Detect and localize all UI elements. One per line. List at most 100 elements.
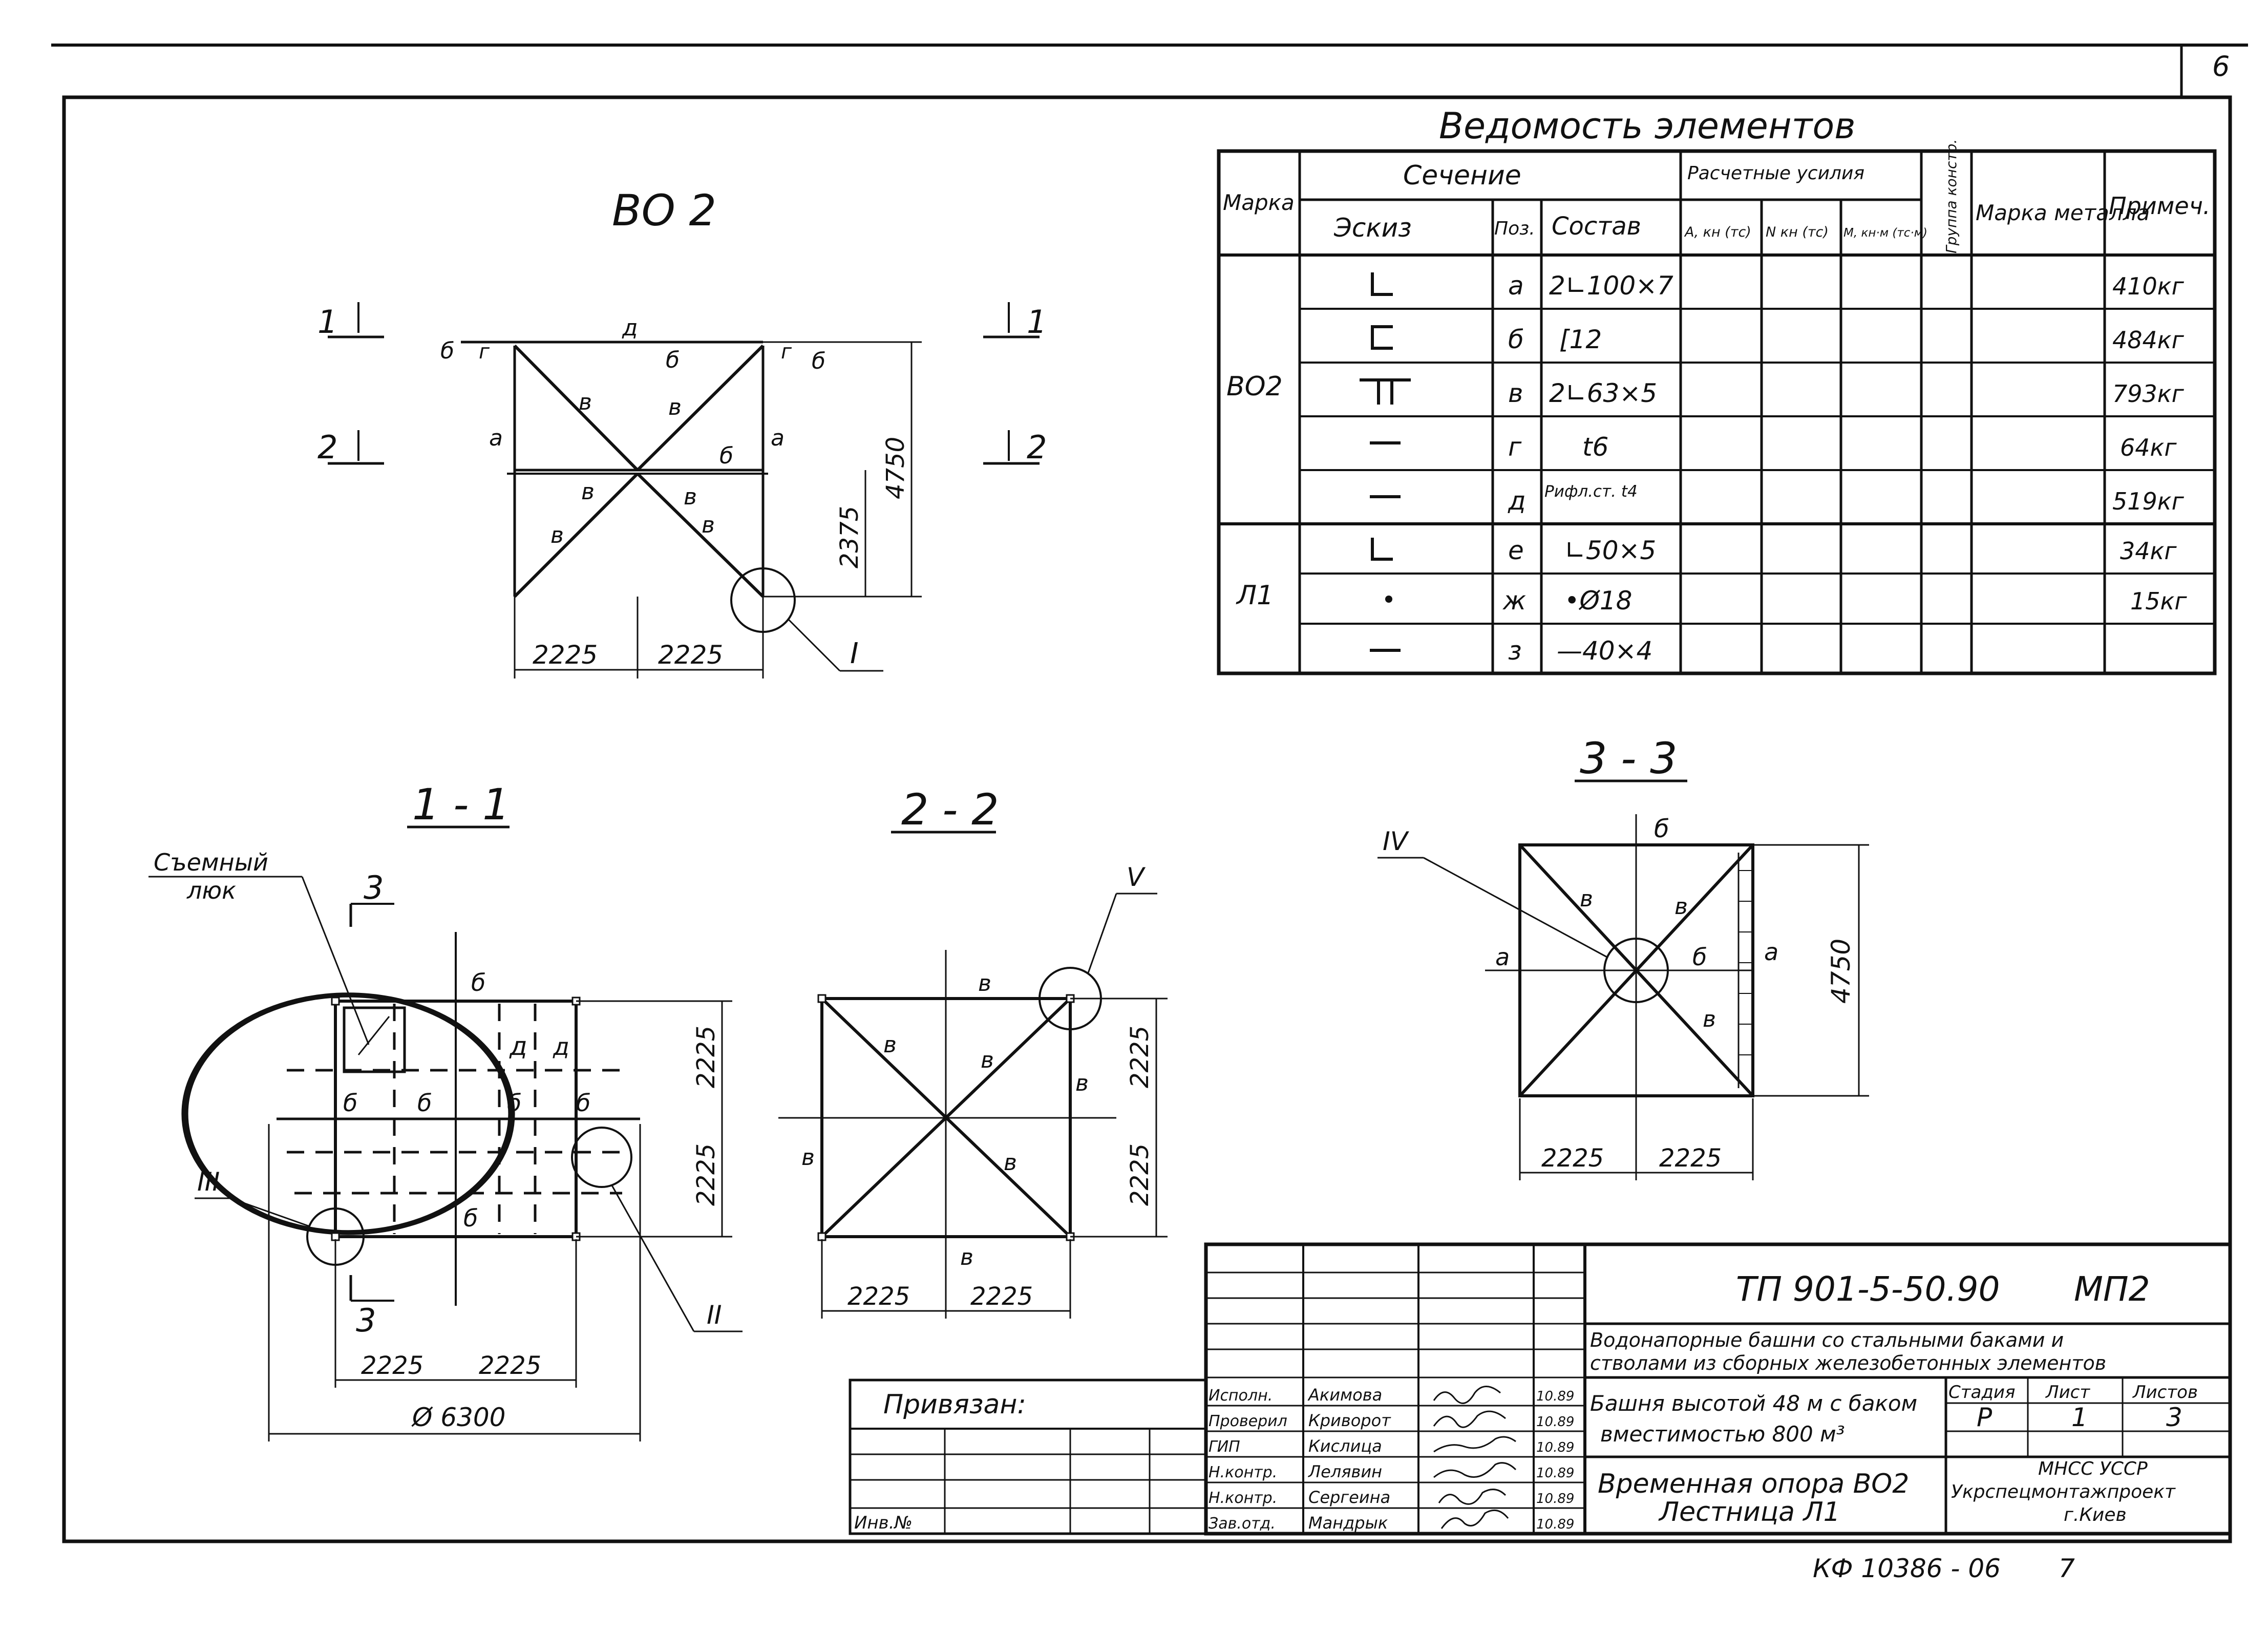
archive-seq: 7 [2059, 1554, 2075, 1583]
signer-role-2: Проверил [1209, 1412, 1287, 1430]
row-pos-v: в [1508, 378, 1523, 408]
plan-mark-g-right: г [781, 340, 792, 364]
plan-dim-half: 2375 [835, 506, 864, 568]
desc-line2: стволами из сборных железобетонных элеме… [1590, 1352, 2106, 1374]
signer-date-6: 10.89 [1536, 1517, 1574, 1532]
sketch-channel-icon [1371, 325, 1393, 350]
row-comp-a: 2∟100×7 [1549, 271, 1673, 301]
plan-title: ВО 2 [612, 185, 716, 236]
s2-mark-v3: в [1004, 1150, 1017, 1176]
title-block: ТП 901-5-50.90 МП2 Водонапорные башни со… [1204, 1242, 2232, 1536]
inv-label: Инв.№ [854, 1513, 913, 1533]
s2-mark-v2: в [981, 1047, 994, 1073]
s1-mark-b-top: б [471, 969, 485, 996]
row-pos-g: г [1508, 432, 1522, 462]
s1-mark-b1: б [343, 1089, 357, 1117]
th-note: Примеч. [2109, 192, 2211, 220]
th-n: N кн (тс) [1766, 224, 1829, 240]
sheet-frame: 6 КФ 10386 - 06 7 [51, 44, 2248, 1583]
sheets-header: Листов [2132, 1382, 2198, 1403]
section-1-title: 1 - 1 [412, 779, 510, 830]
org-line1: МНСС УССР [2038, 1458, 2148, 1479]
content-line2: Лестница Л1 [1658, 1497, 1840, 1528]
signer-date-2: 10.89 [1536, 1414, 1574, 1430]
s2-mark-v-left: в [801, 1144, 815, 1171]
doc-code: ТП 901-5-50.90 [1736, 1269, 2000, 1309]
cut-1-left: 1 [317, 303, 337, 341]
section-2-2: 2 - 2 V в в в в в в в 2225 2225 2225 222… [778, 784, 1168, 1319]
plan-mark-v5: в [702, 512, 715, 538]
s3-mark-v3: в [1703, 1006, 1716, 1032]
node-II-label: II [707, 1300, 722, 1330]
signer-date-3: 10.89 [1536, 1440, 1574, 1455]
signer-role-4: Н.контр. [1209, 1464, 1277, 1481]
row-pos-zh: ж [1502, 586, 1526, 616]
s1-mark-d: д [553, 1033, 569, 1061]
s1-dim-diameter: Ø 6300 [411, 1403, 506, 1432]
plan-dim-right: 2225 [658, 640, 723, 670]
cut-1-right: 1 [1027, 303, 1047, 341]
plan-mark-b-left: б [440, 338, 454, 364]
plan-mark-v3: в [581, 479, 595, 505]
page-number: 6 [2212, 50, 2230, 82]
s1-mark-b2: б [417, 1089, 432, 1117]
sheets-value: 3 [2166, 1403, 2182, 1432]
signer-date-4: 10.89 [1536, 1466, 1574, 1481]
cut-3-bottom: 3 [356, 1302, 376, 1339]
sketch-angle-small-icon [1371, 538, 1393, 561]
s3-mark-v1: в [1580, 886, 1593, 912]
row-note-d: 519кг [2112, 487, 2185, 515]
row-comp-g: t6 [1582, 432, 1608, 462]
signer-role-3: ГИП [1209, 1438, 1240, 1456]
signature-4-icon [1433, 1462, 1517, 1478]
signer-date-1: 10.89 [1536, 1389, 1574, 1404]
s1-mark-b-bottom: б [463, 1204, 478, 1232]
doc-part: МП2 [2074, 1269, 2150, 1309]
signer-name-5: Сергеина [1308, 1488, 1390, 1507]
plan-mark-v4: в [550, 522, 564, 548]
row-pos-z: з [1508, 636, 1522, 666]
signer-date-5: 10.89 [1536, 1491, 1574, 1507]
th-pos: Поз. [1494, 218, 1535, 239]
s1-dim-v2: 2225 [692, 1143, 720, 1206]
binding-block: Привязан: Инв.№ [849, 1378, 1207, 1535]
sketch-round-bar-icon [1385, 596, 1392, 603]
s3-dim-v: 4750 [1826, 939, 1856, 1004]
section-3-title: 3 - 3 [1580, 733, 1678, 783]
s2-dim-v2: 2225 [1126, 1143, 1154, 1206]
s1-mark-b3: б [507, 1089, 521, 1117]
s3-dim-h1: 2225 [1541, 1144, 1604, 1173]
signature-1-icon [1433, 1386, 1501, 1404]
s1-dim-v1: 2225 [692, 1026, 720, 1088]
plan-dim-left: 2225 [533, 640, 598, 670]
node-I-label: I [850, 637, 859, 670]
s3-mark-v2: в [1674, 894, 1688, 920]
plan-mark-a-right: а [771, 425, 785, 451]
s2-mark-v1: в [883, 1032, 897, 1058]
sheet-header: Лист [2045, 1382, 2090, 1403]
row-comp-d: Рифл.ст. t4 [1544, 482, 1638, 501]
section-2-title: 2 - 2 [901, 784, 999, 835]
plan-mark-g-left: г [479, 340, 490, 364]
th-steel: Марка металла [1976, 200, 2150, 225]
row-pos-e: е [1508, 536, 1524, 565]
cut-2-left: 2 [317, 429, 337, 466]
row-pos-b: б [1508, 325, 1524, 354]
s3-mark-a-right: а [1764, 938, 1778, 966]
th-a: А, кн (тс) [1684, 224, 1751, 240]
s3-mark-b-top: б [1654, 815, 1669, 843]
signature-3-icon [1433, 1436, 1516, 1453]
row-note-zh: 15кг [2130, 587, 2187, 615]
stage-value: Р [1977, 1403, 1993, 1432]
s3-mark-a-left: а [1495, 943, 1510, 971]
row-note-a: 410кг [2112, 272, 2185, 300]
signer-role-1: Исполн. [1209, 1387, 1273, 1405]
th-forces: Расчетные усилия [1687, 163, 1864, 184]
signer-name-4: Лелявин [1308, 1462, 1382, 1481]
signature-2-icon [1433, 1410, 1506, 1428]
hatch-label-1: Съемный [154, 849, 268, 876]
row-comp-z: —40×4 [1557, 636, 1652, 666]
tower-line2: вместимостью 800 м³ [1600, 1422, 1845, 1447]
s2-dim-h2: 2225 [970, 1282, 1033, 1311]
